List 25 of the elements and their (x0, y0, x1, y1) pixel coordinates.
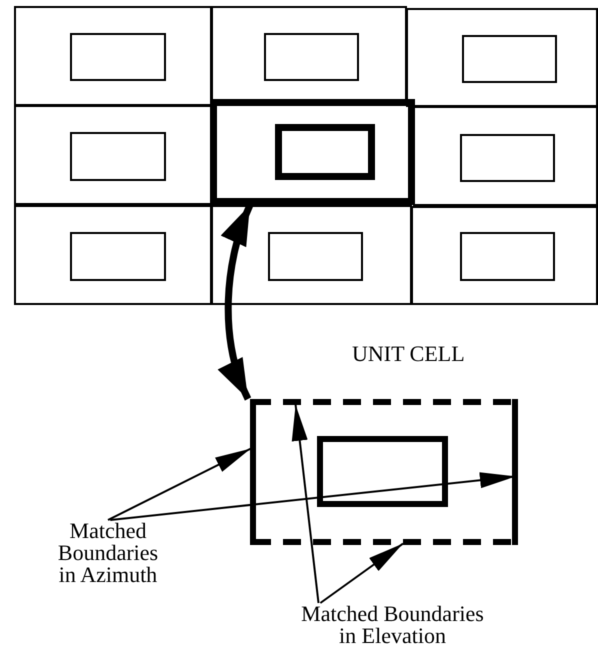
leader-arrow (108, 448, 252, 521)
annotation-text: Matched Boundaries in Elevation (300, 603, 485, 649)
grid-cell (411, 206, 598, 305)
grid-cell (211, 205, 412, 305)
element-outline (460, 134, 555, 182)
element-outline (268, 232, 363, 281)
leader-arrow (292, 404, 320, 604)
element-outline (462, 35, 557, 83)
element-outline (264, 33, 359, 81)
grid-cell (413, 106, 598, 206)
unit-cell-label: UNIT CELL (352, 343, 465, 365)
annotation-text: Matched Boundaries in Azimuth (53, 520, 163, 600)
leader-arrow (320, 542, 404, 604)
highlighted-grid-cell (210, 99, 415, 205)
element-outline (317, 436, 448, 507)
grid-cell (14, 205, 212, 305)
element-outline (70, 132, 166, 181)
element-outline (70, 33, 166, 81)
element-outline (275, 124, 375, 180)
grid-cell (14, 105, 212, 205)
grid-cell (406, 8, 598, 107)
grid-cell (14, 6, 212, 106)
unit-cell-outline (248, 399, 520, 545)
element-outline (70, 232, 166, 281)
element-outline (460, 232, 555, 281)
